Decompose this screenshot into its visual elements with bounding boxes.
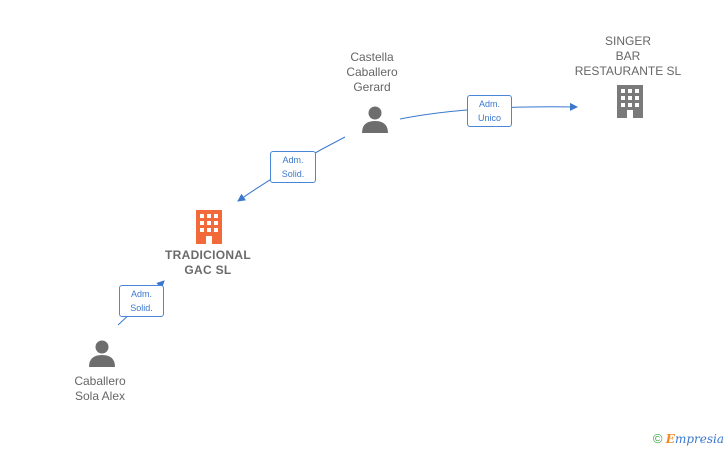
node-tradicional-label[interactable]: TRADICIONAL GAC SL (165, 248, 251, 277)
person-icon[interactable] (360, 104, 390, 134)
node-singer-label[interactable]: SINGER BAR RESTAURANTE SL (574, 34, 682, 78)
copyright-icon: © (652, 431, 663, 446)
edge-label-adm-solid-2: Adm. Solid. (119, 285, 164, 317)
edge-label-adm-unico: Adm. Unico (467, 95, 512, 127)
building-icon[interactable] (614, 84, 646, 118)
brand-logo: Empresia (665, 432, 724, 446)
building-icon-main[interactable] (193, 209, 225, 244)
node-caballero-label[interactable]: Caballero Sola Alex (74, 374, 126, 403)
brand-footer: © Empresia (653, 431, 724, 446)
node-castella-label[interactable]: Castella Caballero Gerard (346, 50, 398, 94)
person-icon[interactable] (87, 338, 117, 368)
edge-label-adm-solid-1: Adm. Solid. (270, 151, 316, 183)
